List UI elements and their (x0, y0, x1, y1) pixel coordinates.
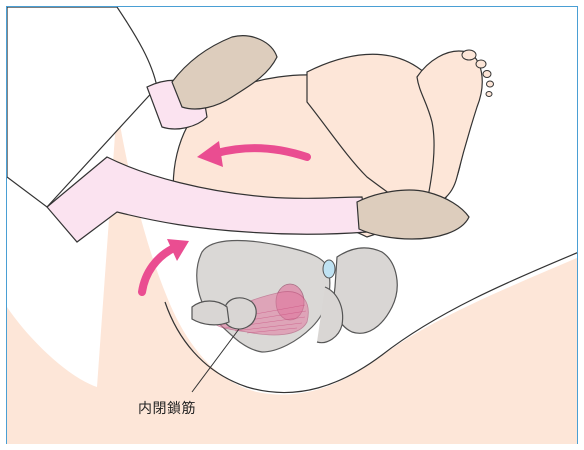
sacrum-bone (334, 248, 397, 333)
figure-frame (6, 6, 578, 444)
pubic-symphysis-cartilage (323, 260, 335, 278)
label-internal-obturator: 内閉鎖筋 (138, 398, 196, 418)
glove-lower-hand (357, 190, 469, 239)
femur-neck (192, 301, 229, 325)
hip-rotation-illustration (7, 7, 578, 444)
